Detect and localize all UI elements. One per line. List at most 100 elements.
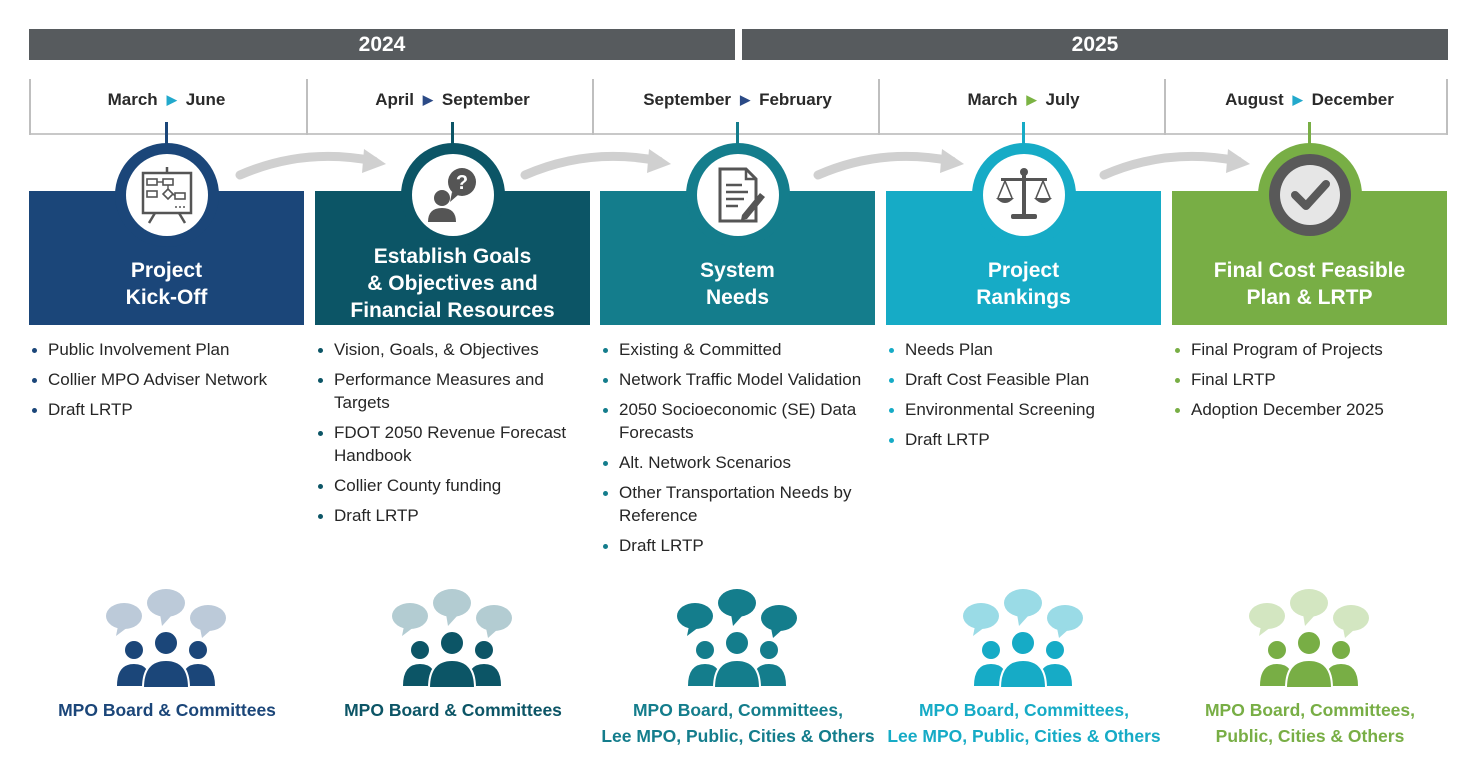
divider-tick bbox=[29, 79, 31, 135]
title-line: Kick-Off bbox=[125, 286, 208, 309]
title-line: Final Cost Feasible bbox=[1213, 259, 1406, 282]
year-bar-2025: 2025 bbox=[742, 29, 1448, 60]
list-item: Draft LRTP bbox=[32, 398, 304, 421]
arrow-right-icon: ▶ bbox=[1026, 92, 1037, 107]
phase-column: March ▶ July Project Rankings Needs Plan bbox=[886, 0, 1161, 769]
divider-tick bbox=[592, 79, 594, 135]
arrow-right-icon: ▶ bbox=[740, 92, 751, 107]
divider-tick bbox=[878, 79, 880, 135]
list-item: Collier County funding bbox=[318, 474, 590, 497]
list-item: Other Transportation Needs by Reference bbox=[603, 481, 875, 527]
phase-title: Project Kick-Off bbox=[29, 257, 304, 311]
list-item: 2050 Socioeconomic (SE) Data Forecasts bbox=[603, 398, 875, 444]
icon-circle bbox=[972, 143, 1076, 247]
bullet-list: Vision, Goals, & Objectives Performance … bbox=[318, 338, 590, 534]
start-month: March bbox=[967, 90, 1018, 109]
list-item: Alt. Network Scenarios bbox=[603, 451, 875, 474]
icon-circle bbox=[686, 143, 790, 247]
stakeholder-label: MPO Board & Committees bbox=[58, 700, 276, 720]
flow-arrow-1 bbox=[235, 149, 386, 180]
title-line: System bbox=[700, 259, 775, 282]
start-month: August bbox=[1225, 90, 1284, 109]
list-item: Draft LRTP bbox=[603, 534, 875, 557]
list-item: Vision, Goals, & Objectives bbox=[318, 338, 590, 361]
title-line: Rankings bbox=[976, 286, 1071, 309]
arrow-right-icon: ▶ bbox=[1292, 92, 1303, 107]
stakeholder-label: MPO Board, Committees, Public, Cities & … bbox=[1204, 700, 1416, 746]
icon-circle bbox=[115, 143, 219, 247]
list-item: Existing & Committed bbox=[603, 338, 875, 361]
title-line: Project bbox=[130, 259, 203, 282]
start-month: March bbox=[107, 90, 158, 109]
icon-circle bbox=[1258, 143, 1362, 247]
connector-stem bbox=[1022, 122, 1025, 152]
connector-stem bbox=[1308, 122, 1311, 152]
start-month: September bbox=[643, 90, 732, 109]
phase-column: September ▶ February System Needs Existing… bbox=[600, 0, 875, 769]
list-item: Draft LRTP bbox=[318, 504, 590, 527]
divider-tick bbox=[1446, 79, 1448, 135]
bullet-list: Final Program of Projects Final LRTP Ado… bbox=[1175, 338, 1447, 428]
phase-box: Project Kick-Off bbox=[29, 191, 304, 325]
arrow-right-icon: ▶ bbox=[166, 92, 177, 107]
title-line: Project bbox=[987, 259, 1060, 282]
date-range: August ▶ December bbox=[1172, 90, 1447, 110]
stakeholder-label: MPO Board, Committees, Lee MPO, Public, … bbox=[887, 700, 1161, 746]
list-item: Final LRTP bbox=[1175, 368, 1447, 391]
svg-text:?: ? bbox=[456, 172, 468, 194]
connector-stem bbox=[736, 122, 739, 152]
end-month: September bbox=[441, 90, 530, 109]
list-item: Public Involvement Plan bbox=[32, 338, 304, 361]
year-bar-2024: 2024 bbox=[29, 29, 735, 60]
stakeholders-icon bbox=[961, 588, 1086, 695]
phase-column: April ▶ September Establish Goals & Object… bbox=[315, 0, 590, 769]
phase-title: Establish Goals & Objectives and Financi… bbox=[315, 243, 590, 324]
title-line: Financial Resources bbox=[350, 299, 555, 322]
date-range: March ▶ June bbox=[29, 90, 304, 110]
divider-tick bbox=[1164, 79, 1166, 135]
end-month: June bbox=[185, 90, 226, 109]
list-item: Needs Plan bbox=[889, 338, 1161, 361]
flow-arrow-4 bbox=[1099, 149, 1250, 180]
stakeholders-icon bbox=[104, 588, 229, 695]
checkmark-icon bbox=[1280, 165, 1340, 225]
stakeholder-label: MPO Board & Committees bbox=[344, 700, 562, 720]
stakeholders-icon bbox=[675, 588, 800, 695]
date-range: March ▶ July bbox=[886, 90, 1161, 110]
stakeholder-label: MPO Board, Committees, Lee MPO, Public, … bbox=[601, 700, 875, 746]
arrow-right-icon: ▶ bbox=[422, 92, 433, 107]
document-pen-icon bbox=[718, 167, 765, 223]
flow-arrow-2 bbox=[520, 149, 671, 180]
list-item: Final Program of Projects bbox=[1175, 338, 1447, 361]
date-range: April ▶ September bbox=[315, 90, 590, 110]
list-item: FDOT 2050 Revenue Forecast Handbook bbox=[318, 421, 590, 467]
list-item: Draft Cost Feasible Plan bbox=[889, 368, 1161, 391]
title-line: & Objectives and bbox=[367, 272, 538, 295]
end-month: July bbox=[1045, 90, 1080, 109]
phase-title: System Needs bbox=[600, 257, 875, 311]
connector-stem bbox=[165, 122, 168, 152]
list-item: Environmental Screening bbox=[889, 398, 1161, 421]
list-item: Network Traffic Model Validation bbox=[603, 368, 875, 391]
connector-stem bbox=[451, 122, 454, 152]
list-item: Draft LRTP bbox=[889, 428, 1161, 451]
divider-tick bbox=[306, 79, 308, 135]
bullet-list: Existing & Committed Network Traffic Mod… bbox=[603, 338, 875, 564]
stakeholders-icon bbox=[390, 588, 515, 695]
flow-arrow-3 bbox=[813, 149, 964, 180]
title-line: Plan & LRTP bbox=[1246, 286, 1373, 309]
phase-column: March ▶ June Project Kick-Off bbox=[29, 0, 304, 769]
list-item: Collier MPO Adviser Network bbox=[32, 368, 304, 391]
icon-circle: ? bbox=[401, 143, 505, 247]
date-range: September ▶ February bbox=[600, 90, 875, 110]
end-month: December bbox=[1311, 90, 1394, 109]
title-line: Needs bbox=[705, 286, 770, 309]
start-month: April bbox=[375, 90, 414, 109]
end-month: February bbox=[759, 90, 832, 109]
flowchart-board-icon bbox=[141, 167, 193, 224]
list-item: Performance Measures and Targets bbox=[318, 368, 590, 414]
phase-column: August ▶ December Final Cost Feasible Plan… bbox=[1172, 0, 1447, 769]
bullet-list: Public Involvement Plan Collier MPO Advi… bbox=[32, 338, 304, 428]
phase-title: Project Rankings bbox=[886, 257, 1161, 311]
phase-title: Final Cost Feasible Plan & LRTP bbox=[1172, 257, 1447, 311]
